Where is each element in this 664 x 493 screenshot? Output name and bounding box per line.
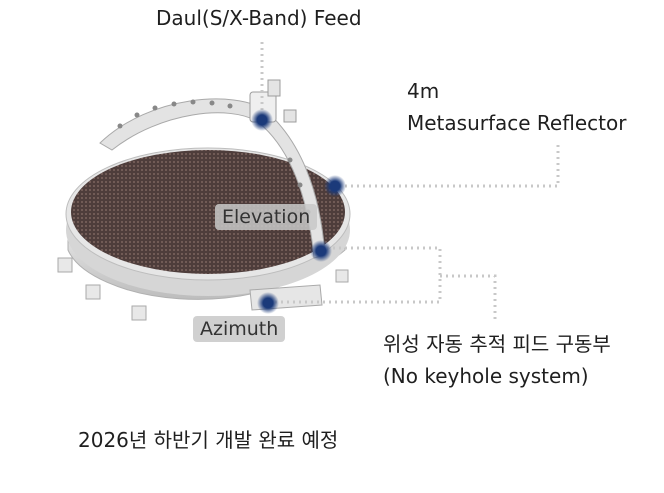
markers [251, 109, 346, 314]
reflector-size-label: 4m [407, 79, 440, 103]
azimuth-marker [257, 292, 279, 314]
schedule-label: 2026년 하반기 개발 완료 예정 [78, 428, 339, 452]
leader-lines [260, 42, 560, 320]
tracking-label: 위성 자동 추적 피드 구동부 [383, 332, 611, 356]
reflector-marker [324, 175, 346, 197]
keyhole-label: (No keyhole system) [383, 364, 589, 388]
reflector-name-label: Metasurface Reflector [407, 111, 627, 135]
azimuth-label: Azimuth [193, 316, 286, 342]
elevation-label: Elevation [215, 204, 318, 230]
reflector [57, 147, 351, 321]
feed-label: Daul(S/X-Band) Feed [156, 6, 362, 30]
elevation-marker [310, 240, 332, 262]
feed-marker [251, 109, 273, 131]
